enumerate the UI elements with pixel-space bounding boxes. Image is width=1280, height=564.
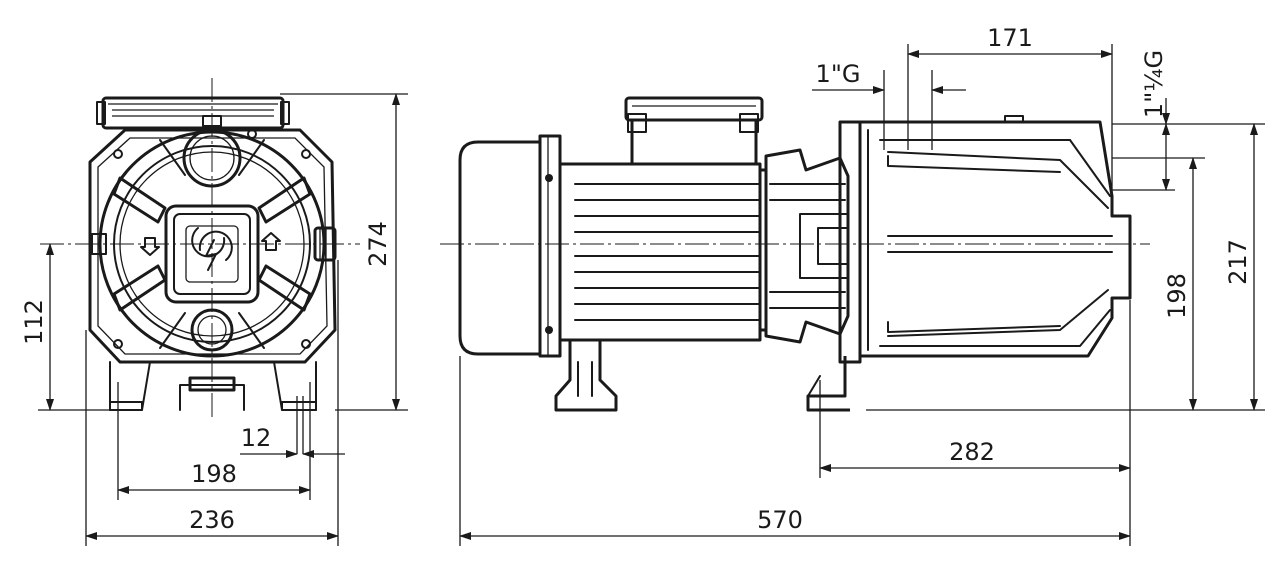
dim-side-height-total: 217 — [1224, 239, 1252, 285]
dim-side-port-offset: 171 — [987, 24, 1033, 52]
dim-inlet-thread: 1"¼G — [1140, 50, 1168, 118]
side-terminal-box — [624, 96, 764, 166]
side-pump-casing — [838, 115, 1132, 364]
side-cooling-fins — [574, 183, 761, 321]
front-base — [109, 361, 317, 454]
dim-outlet-thread: 1"G — [816, 60, 861, 88]
dim-side-pump-length: 282 — [949, 438, 995, 466]
dim-side-discharge-height: 198 — [1163, 273, 1191, 319]
side-lantern-bracket — [758, 148, 850, 344]
side-motor-body — [558, 162, 762, 342]
dim-front-height-total: 274 — [364, 221, 392, 267]
dim-front-foot-hole: 12 — [241, 424, 272, 452]
side-motor-end-cap — [458, 140, 542, 356]
dim-front-foot-spacing: 198 — [191, 460, 237, 488]
dim-front-width: 236 — [189, 506, 235, 534]
front-dimensions: 274 112 12 198 236 — [20, 93, 408, 546]
front-terminal-box — [96, 96, 290, 130]
front-housing — [88, 128, 337, 364]
dim-side-length-total: 570 — [757, 506, 803, 534]
side-view — [440, 96, 1150, 412]
side-dimensions: 570 282 217 198 1"¼G 171 1"G — [459, 24, 1265, 546]
dim-front-axis-height: 112 — [20, 299, 48, 345]
front-ribs — [112, 139, 312, 349]
front-view — [40, 78, 360, 454]
